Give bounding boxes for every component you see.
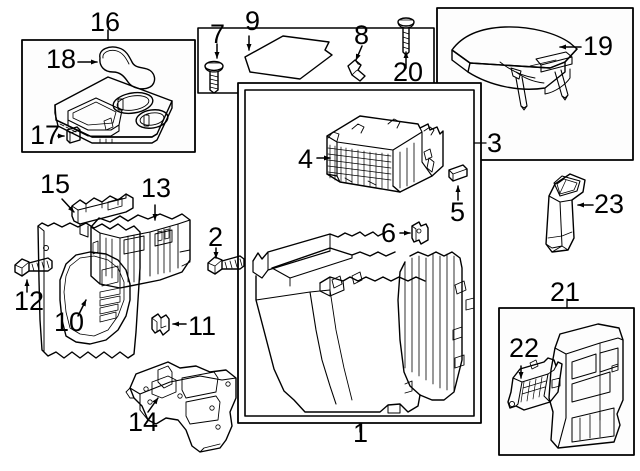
callout-21[interactable]: 21 [550, 277, 581, 307]
leader-8 [355, 45, 363, 61]
callout-5[interactable]: 5 [450, 197, 466, 227]
callout-1[interactable]: 1 [353, 418, 369, 448]
part-10-side-trim-panel [37, 222, 141, 359]
callout-13[interactable]: 13 [141, 173, 172, 203]
group-box-3 [244, 89, 487, 417]
part-15-retainer-rail [71, 193, 134, 238]
part-4-storage-bin [326, 115, 444, 193]
callout-20[interactable]: 20 [393, 57, 424, 87]
leader-10 [77, 299, 87, 317]
callout-10[interactable]: 10 [54, 307, 85, 337]
callout-17[interactable]: 17 [30, 120, 61, 150]
part-16-cup-holder-trim [54, 76, 173, 144]
part-14-lower-bracket [125, 361, 237, 453]
callout-4[interactable]: 4 [298, 144, 314, 174]
callout-7[interactable]: 7 [210, 19, 226, 49]
group-box-16 [21, 29, 196, 153]
leader-15 [61, 198, 75, 213]
part-11-clip [151, 313, 170, 336]
part-17-clip [66, 126, 81, 144]
part-8-stud [347, 59, 366, 82]
callout-16[interactable]: 16 [90, 7, 121, 37]
callout-11[interactable]: 11 [188, 311, 217, 341]
callout-6[interactable]: 6 [381, 218, 397, 248]
part-5-clip [448, 164, 468, 182]
part-21-rear-vent-panel [548, 323, 624, 449]
part-23-air-duct [545, 173, 586, 253]
leader-14 [147, 397, 159, 413]
part-12-bolt [14, 257, 53, 277]
callout-14[interactable]: 14 [128, 407, 159, 437]
part-18-cup-holder-mat [99, 46, 156, 90]
part-13-upper-bracket [90, 213, 191, 289]
part-3-console-body [252, 231, 475, 414]
callout-22[interactable]: 22 [509, 333, 540, 363]
callout-18[interactable]: 18 [46, 44, 77, 74]
callout-12[interactable]: 12 [14, 286, 45, 316]
part-6-retainer [411, 221, 429, 245]
callout-15[interactable]: 15 [40, 169, 71, 199]
callout-8[interactable]: 8 [354, 20, 370, 50]
callout-9[interactable]: 9 [245, 6, 261, 36]
callout-19[interactable]: 19 [583, 31, 614, 61]
callout-3[interactable]: 3 [487, 128, 503, 158]
part-7-screw [204, 60, 224, 94]
callout-2[interactable]: 2 [208, 222, 224, 252]
part-9-console-mat [244, 35, 333, 80]
callout-23[interactable]: 23 [594, 189, 625, 219]
part-22-vent-duct [507, 357, 563, 411]
